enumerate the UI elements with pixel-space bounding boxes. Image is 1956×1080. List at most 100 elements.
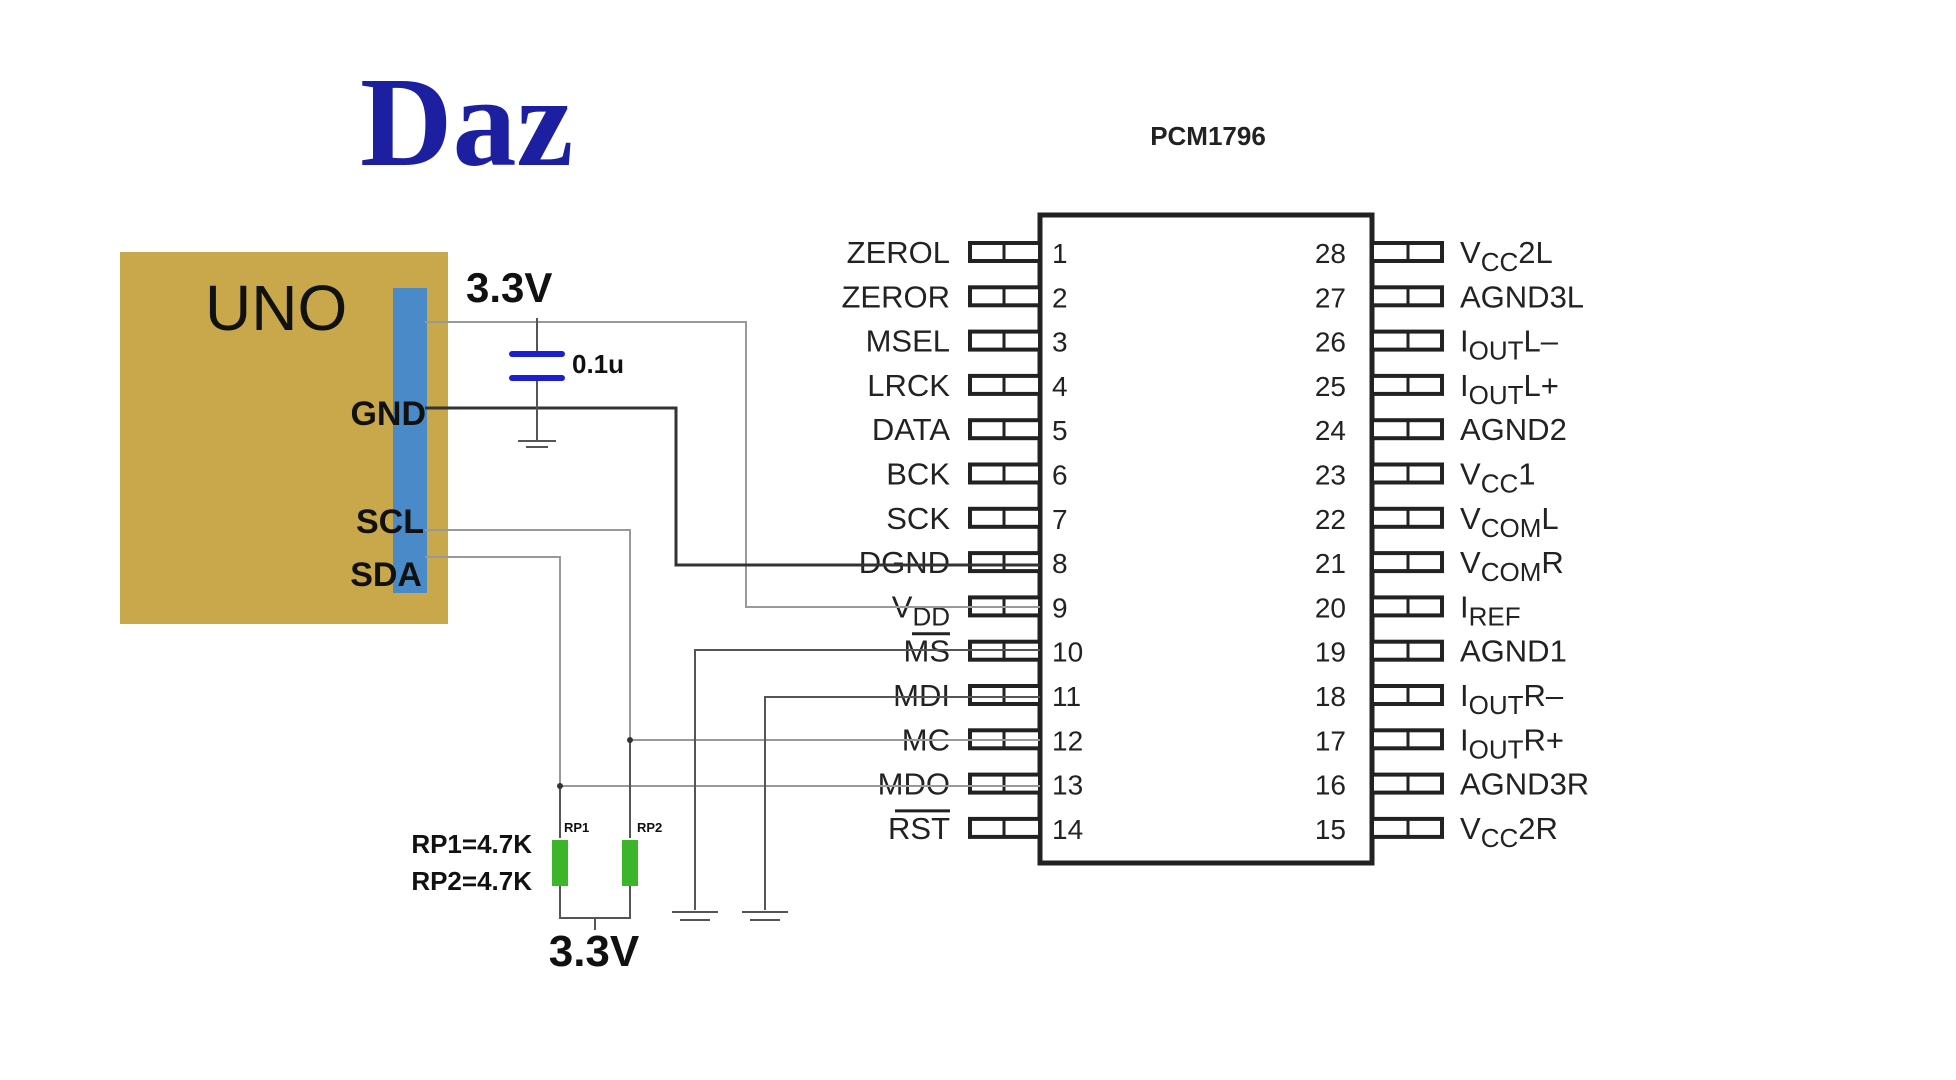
- junction-rp1: [557, 783, 563, 789]
- pin-number: 8: [1052, 548, 1068, 579]
- wire-ms-ground: [694, 649, 1040, 910]
- pin-number: 24: [1315, 415, 1346, 446]
- pin-number: 18: [1315, 681, 1346, 712]
- chip-pin: 8 DGND: [859, 545, 1068, 580]
- chip-pin: 7 SCK: [886, 501, 1067, 536]
- pin-number: 1: [1052, 238, 1068, 269]
- pin-number: 12: [1052, 725, 1083, 756]
- chip-pin: 14 RST: [888, 809, 1083, 846]
- chip-pin: 21 VCOMR: [1315, 545, 1564, 587]
- chip-pin: 1 ZEROL: [847, 235, 1068, 270]
- pin-number: 22: [1315, 504, 1346, 535]
- resistor-rp2: [622, 840, 638, 886]
- pin-number: 13: [1052, 770, 1083, 801]
- pin-label: IOUTL+: [1460, 368, 1559, 410]
- pin-label: VCC1: [1460, 457, 1536, 499]
- pin-number: 2: [1052, 282, 1068, 313]
- ground-symbol-ms: [672, 911, 718, 921]
- pin-label: MS: [904, 634, 951, 669]
- resistor-rp1: [552, 840, 568, 886]
- ground-symbol-cap: [518, 440, 556, 448]
- chip-pin: 15 VCC2R: [1315, 811, 1558, 853]
- pin-number: 11: [1052, 681, 1081, 712]
- resistor-rp1-value: RP1=4.7K: [411, 829, 532, 859]
- chip-pin: 20 IREF: [1315, 589, 1521, 631]
- pin-number: 25: [1315, 371, 1346, 402]
- pin-number: 9: [1052, 592, 1068, 623]
- wire-mdi-ground: [764, 696, 1040, 910]
- junction-rp2: [627, 737, 633, 743]
- chip-pin: 3 MSEL: [866, 324, 1068, 359]
- pin-number: 3: [1052, 327, 1068, 358]
- uno-label: UNO: [205, 272, 347, 344]
- chip-pin: 10 MS: [904, 632, 1083, 669]
- pin-number: 7: [1052, 504, 1068, 535]
- pin-label: IOUTR–: [1460, 678, 1564, 720]
- pin-label: AGND3R: [1460, 767, 1589, 802]
- wire-scl-mc: [425, 529, 1040, 741]
- pin-label: SCK: [886, 501, 950, 536]
- chip-pin: 22 VCOML: [1315, 501, 1559, 543]
- wires: [425, 318, 1040, 930]
- logo-text: Daz: [360, 51, 573, 193]
- pin-label: VDD: [892, 589, 950, 631]
- ground-symbol-mdi: [742, 911, 788, 921]
- pin-number: 4: [1052, 371, 1068, 402]
- pin-label: VCC2L: [1460, 235, 1553, 277]
- chip-title: PCM1796: [1150, 121, 1266, 151]
- resistor-rp2-tag: RP2: [637, 820, 662, 835]
- wire-3v3-vdd: [425, 321, 1040, 608]
- pin-label: DATA: [872, 412, 950, 447]
- chip-pin: 25 IOUTL+: [1315, 368, 1559, 410]
- pin-number: 5: [1052, 415, 1068, 446]
- pin-label: VCOMR: [1460, 545, 1564, 587]
- uno-header: [393, 288, 427, 593]
- pin-label: DGND: [859, 545, 950, 580]
- pin-number: 10: [1052, 637, 1083, 668]
- pin-number: 21: [1315, 548, 1346, 579]
- uno-pin-sda-label: SDA: [350, 556, 422, 594]
- pin-number: 6: [1052, 460, 1068, 491]
- chip-pin: 16 AGND3R: [1315, 767, 1589, 802]
- pin-label: VCC2R: [1460, 811, 1558, 853]
- supply-top-label: 3.3V: [466, 264, 552, 311]
- pin-number: 20: [1315, 592, 1346, 623]
- capacitor-label: 0.1u: [572, 349, 624, 379]
- pin-number: 26: [1315, 327, 1346, 358]
- pin-label: IREF: [1460, 589, 1521, 631]
- pin-number: 23: [1315, 460, 1346, 491]
- chip-pin: 11 MDI: [893, 678, 1081, 713]
- pin-label: AGND3L: [1460, 279, 1584, 314]
- chip-pin: 28 VCC2L: [1315, 235, 1553, 277]
- pin-number: 17: [1315, 725, 1346, 756]
- pin-number: 28: [1315, 238, 1346, 269]
- supply-bottom-label: 3.3V: [549, 927, 640, 976]
- pin-label: MSEL: [866, 324, 950, 359]
- pin-label: ZEROL: [847, 235, 950, 270]
- uno-pin-scl-label: SCL: [356, 503, 424, 541]
- chip-pin: 26 IOUTL–: [1315, 324, 1559, 366]
- pin-label: IOUTL–: [1460, 324, 1559, 366]
- chip-pin: 5 DATA: [872, 412, 1068, 447]
- chip-pin: 18 IOUTR–: [1315, 678, 1564, 720]
- pin-number: 15: [1315, 814, 1346, 845]
- pin-label: VCOML: [1460, 501, 1559, 543]
- wire-resistors-bottom: [559, 885, 631, 919]
- pin-label: MDO: [878, 767, 950, 802]
- pin-number: 16: [1315, 770, 1346, 801]
- pin-label: MDI: [893, 678, 950, 713]
- pin-number: 14: [1052, 814, 1083, 845]
- chip-pin: 13 MDO: [878, 767, 1083, 802]
- pin-label: AGND1: [1460, 634, 1567, 669]
- resistor-rp1-tag: RP1: [564, 820, 589, 835]
- pin-label: RST: [888, 811, 950, 846]
- chip-body: [1037, 212, 1375, 866]
